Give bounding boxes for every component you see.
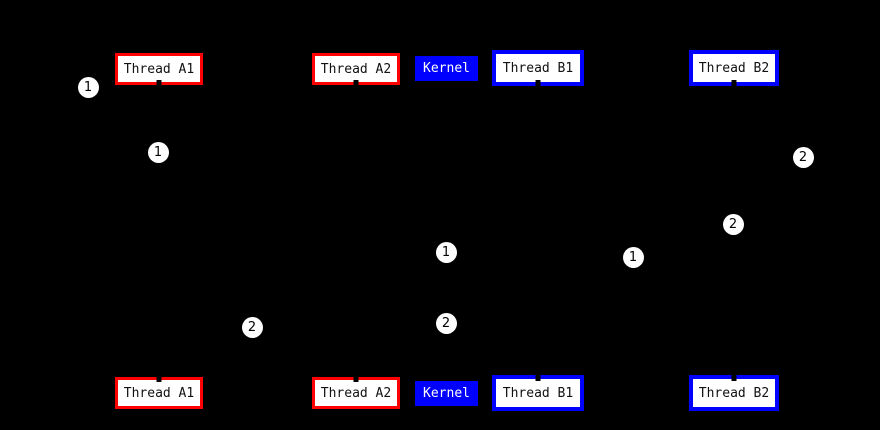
participant-thread-b2-bottom: Thread B2 bbox=[689, 375, 779, 411]
lifeline-notch bbox=[156, 80, 162, 86]
participant-label: Thread A2 bbox=[320, 385, 392, 401]
sequence-number-badge: 2 bbox=[722, 213, 744, 235]
sequence-number-badge: 2 bbox=[792, 146, 814, 168]
participant-label: Thread B1 bbox=[502, 60, 574, 76]
lifeline-notch bbox=[353, 376, 359, 382]
participant-label: Thread B1 bbox=[502, 385, 574, 401]
participant-thread-a1-bottom: Thread A1 bbox=[115, 376, 203, 409]
participant-kernel-top: Kernel bbox=[415, 56, 478, 81]
participant-label: Thread A1 bbox=[123, 61, 195, 77]
participant-label: Kernel bbox=[423, 386, 470, 401]
lifeline-notch bbox=[731, 80, 737, 86]
participant-thread-a1-top: Thread A1 bbox=[115, 53, 203, 86]
participant-kernel-bottom: Kernel bbox=[415, 381, 478, 406]
sequence-number-badge: 1 bbox=[147, 141, 169, 163]
lifeline-notch bbox=[353, 80, 359, 86]
lifeline-notch bbox=[535, 375, 541, 381]
participant-thread-b1-bottom: Thread B1 bbox=[492, 375, 584, 411]
participant-thread-a2-bottom: Thread A2 bbox=[312, 376, 400, 409]
participant-label: Thread A2 bbox=[320, 61, 392, 77]
participant-label: Thread A1 bbox=[123, 385, 195, 401]
participant-thread-a2-top: Thread A2 bbox=[312, 53, 400, 86]
sequence-number-badge: 1 bbox=[77, 76, 99, 98]
lifeline-notch bbox=[731, 375, 737, 381]
sequence-number-badge: 1 bbox=[622, 246, 644, 268]
participant-label: Thread B2 bbox=[698, 60, 770, 76]
participant-label: Kernel bbox=[423, 61, 470, 76]
lifeline-notch bbox=[535, 80, 541, 86]
sequence-number-badge: 1 bbox=[435, 241, 457, 263]
participant-thread-b1-top: Thread B1 bbox=[492, 50, 584, 86]
lifeline-notch bbox=[156, 376, 162, 382]
sequence-number-badge: 2 bbox=[241, 316, 263, 338]
participant-label: Thread B2 bbox=[698, 385, 770, 401]
sequence-number-badge: 2 bbox=[435, 312, 457, 334]
participant-thread-b2-top: Thread B2 bbox=[689, 50, 779, 86]
